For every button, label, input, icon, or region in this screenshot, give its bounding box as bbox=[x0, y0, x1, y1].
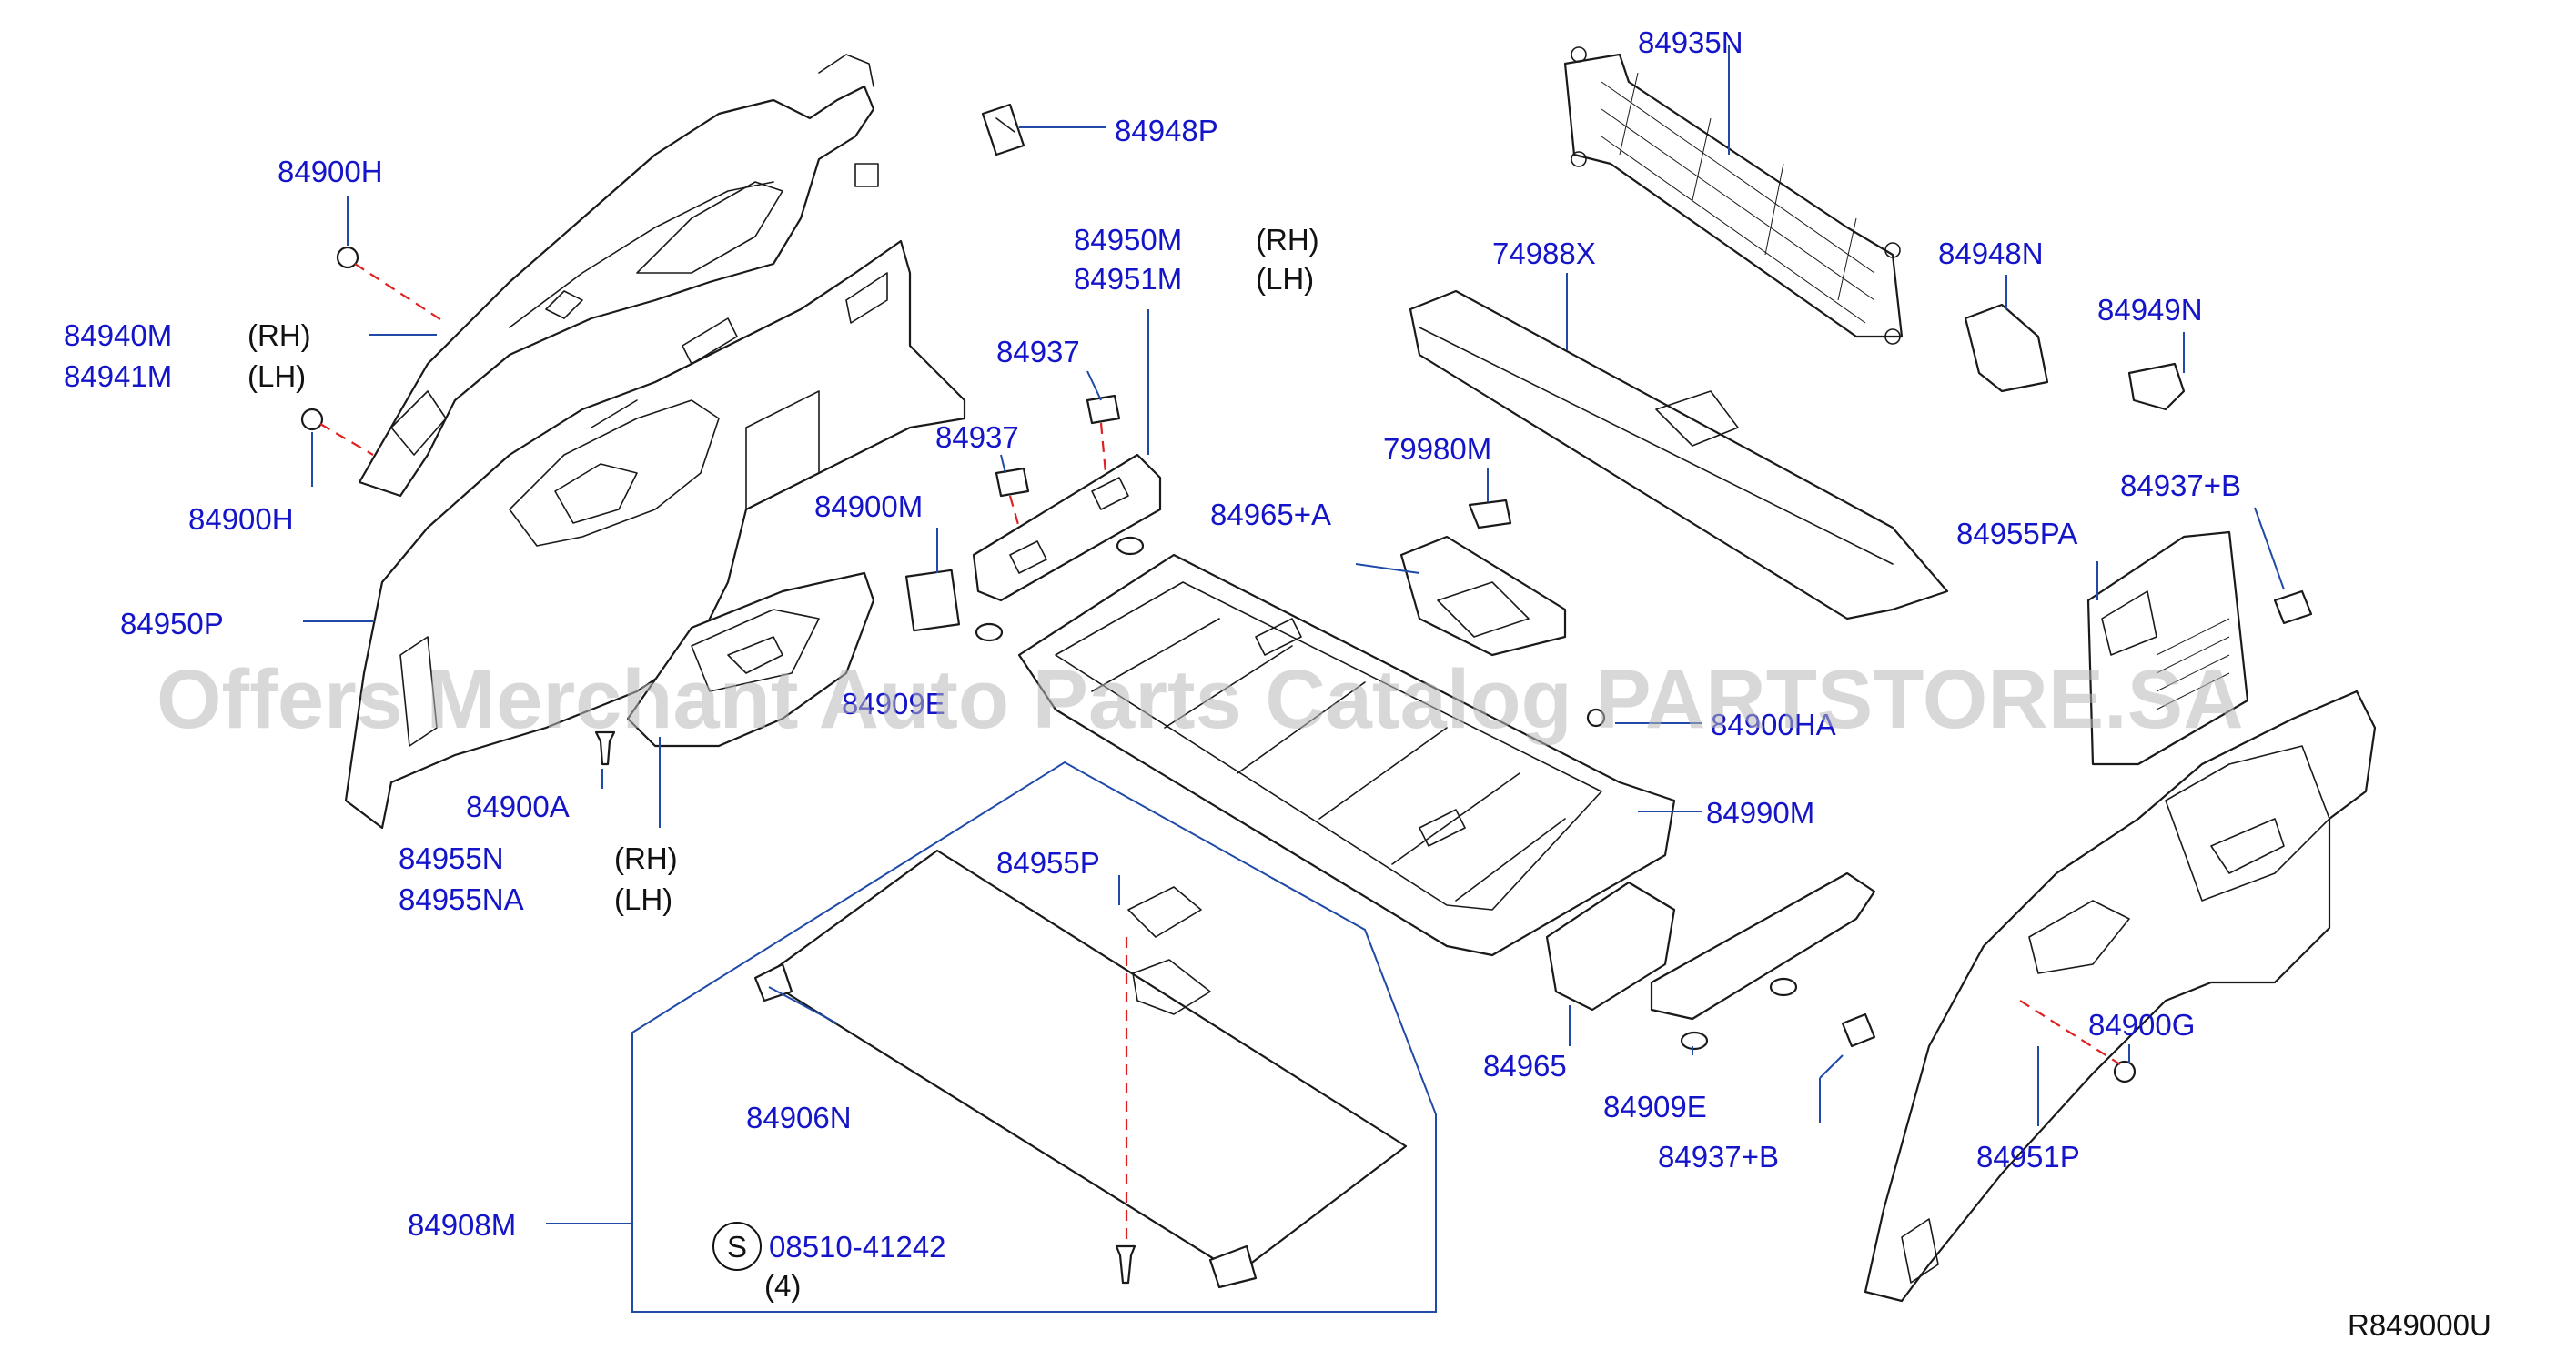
label-84909E-mid[interactable]: 84909E bbox=[842, 687, 945, 720]
diagram-reference: R849000U bbox=[2348, 1308, 2491, 1342]
pad-84900M bbox=[904, 569, 961, 632]
rail-84909E bbox=[1650, 871, 1876, 1021]
side-rh-2: (RH) bbox=[1256, 223, 1319, 257]
side-floor-trim bbox=[626, 571, 875, 748]
clip-84900H-bot bbox=[300, 408, 324, 431]
side-lh-1: (LH) bbox=[247, 359, 306, 393]
grommet-84937B-top bbox=[2273, 589, 2313, 625]
label-84900HA[interactable]: 84900HA bbox=[1711, 708, 1836, 741]
label-84951P[interactable]: 84951P bbox=[1976, 1140, 2080, 1174]
label-84937B-bot[interactable]: 84937+B bbox=[1658, 1140, 1779, 1174]
clip-84937-b bbox=[995, 467, 1030, 498]
label-84900H-top[interactable]: 84900H bbox=[278, 155, 383, 188]
clip-84900HA bbox=[1586, 708, 1606, 728]
clip-84948N bbox=[1964, 303, 2049, 393]
side-rh-3: (RH) bbox=[614, 841, 678, 875]
label-84949N[interactable]: 84949N bbox=[2097, 293, 2203, 327]
label-84951M[interactable]: 84951M bbox=[1074, 262, 1182, 296]
label-84937B-top[interactable]: 84937+B bbox=[2120, 468, 2241, 502]
washer-84909E-b bbox=[1769, 977, 1798, 997]
clip-84900H-top bbox=[336, 246, 359, 269]
label-84900H-bot[interactable]: 84900H bbox=[188, 502, 294, 536]
label-84908M[interactable]: 84908M bbox=[408, 1208, 516, 1242]
label-84955NA[interactable]: 84955NA bbox=[399, 882, 524, 916]
screw-84900A bbox=[594, 730, 616, 766]
label-84965A[interactable]: 84965+A bbox=[1210, 498, 1331, 531]
s-symbol-circle bbox=[712, 1222, 762, 1271]
label-84909E[interactable]: 84909E bbox=[1603, 1090, 1707, 1123]
qty-4: (4) bbox=[764, 1269, 801, 1303]
label-84965[interactable]: 84965 bbox=[1483, 1049, 1567, 1083]
cargo-net-84935N bbox=[1563, 46, 1904, 345]
sill-74988X bbox=[1409, 289, 1949, 620]
washer-mid bbox=[975, 622, 1004, 642]
label-84937-b[interactable]: 84937 bbox=[935, 420, 1019, 454]
label-84950M[interactable]: 84950M bbox=[1074, 223, 1182, 257]
side-lh-3: (LH) bbox=[614, 882, 672, 916]
clip-84900G bbox=[2113, 1060, 2137, 1083]
label-84955N[interactable]: 84955N bbox=[399, 841, 504, 875]
clip-84948P bbox=[981, 103, 1025, 156]
clip-84937-a bbox=[1086, 394, 1121, 425]
panel-84955PA bbox=[2086, 530, 2249, 766]
watermark: Offers Merchant Auto Parts Catalog PARTS… bbox=[157, 653, 2244, 746]
kit-frame-84908M bbox=[631, 761, 1437, 1313]
label-84941M[interactable]: 84941M bbox=[64, 359, 172, 393]
label-84935N[interactable]: 84935N bbox=[1638, 25, 1743, 59]
label-84900A[interactable]: 84900A bbox=[466, 790, 570, 823]
board-84950M bbox=[972, 453, 1162, 602]
label-84900M[interactable]: 84900M bbox=[814, 489, 923, 523]
clip-84949N bbox=[2127, 362, 2186, 411]
cap-79980M bbox=[1468, 499, 1512, 529]
label-84900G[interactable]: 84900G bbox=[2088, 1008, 2195, 1042]
bracket-84965 bbox=[1545, 881, 1676, 1012]
right-quarter-trim-84951P bbox=[1864, 690, 2377, 1303]
label-84940M[interactable]: 84940M bbox=[64, 318, 172, 352]
s-symbol: S bbox=[727, 1230, 747, 1264]
bracket-84965A bbox=[1399, 535, 1567, 657]
washer-mid-b bbox=[1116, 536, 1145, 556]
side-rh-1: (RH) bbox=[247, 318, 311, 352]
washer-84909E bbox=[1680, 1031, 1709, 1051]
label-74988X[interactable]: 74988X bbox=[1492, 237, 1596, 270]
floor-tray-84990M bbox=[1017, 553, 1676, 957]
lower-quarter-trim bbox=[344, 239, 966, 830]
screw-08510 bbox=[1115, 1244, 1136, 1285]
label-84955PA[interactable]: 84955PA bbox=[1956, 517, 2077, 550]
label-79980M[interactable]: 79980M bbox=[1383, 432, 1491, 466]
label-84955P[interactable]: 84955P bbox=[996, 846, 1100, 880]
upper-quarter-trim bbox=[358, 54, 879, 498]
tonneau-cover-84906N bbox=[753, 849, 1408, 1289]
label-84990M[interactable]: 84990M bbox=[1706, 796, 1814, 830]
label-84948N[interactable]: 84948N bbox=[1938, 237, 2044, 270]
label-84906N[interactable]: 84906N bbox=[746, 1101, 852, 1134]
side-lh-2: (LH) bbox=[1256, 262, 1314, 296]
grommet-84937B-bot bbox=[1841, 1012, 1876, 1048]
label-84950P[interactable]: 84950P bbox=[120, 607, 224, 640]
label-84937-a[interactable]: 84937 bbox=[996, 335, 1080, 368]
label-08510-41242[interactable]: 08510-41242 bbox=[769, 1230, 946, 1264]
label-84948P[interactable]: 84948P bbox=[1115, 114, 1218, 147]
